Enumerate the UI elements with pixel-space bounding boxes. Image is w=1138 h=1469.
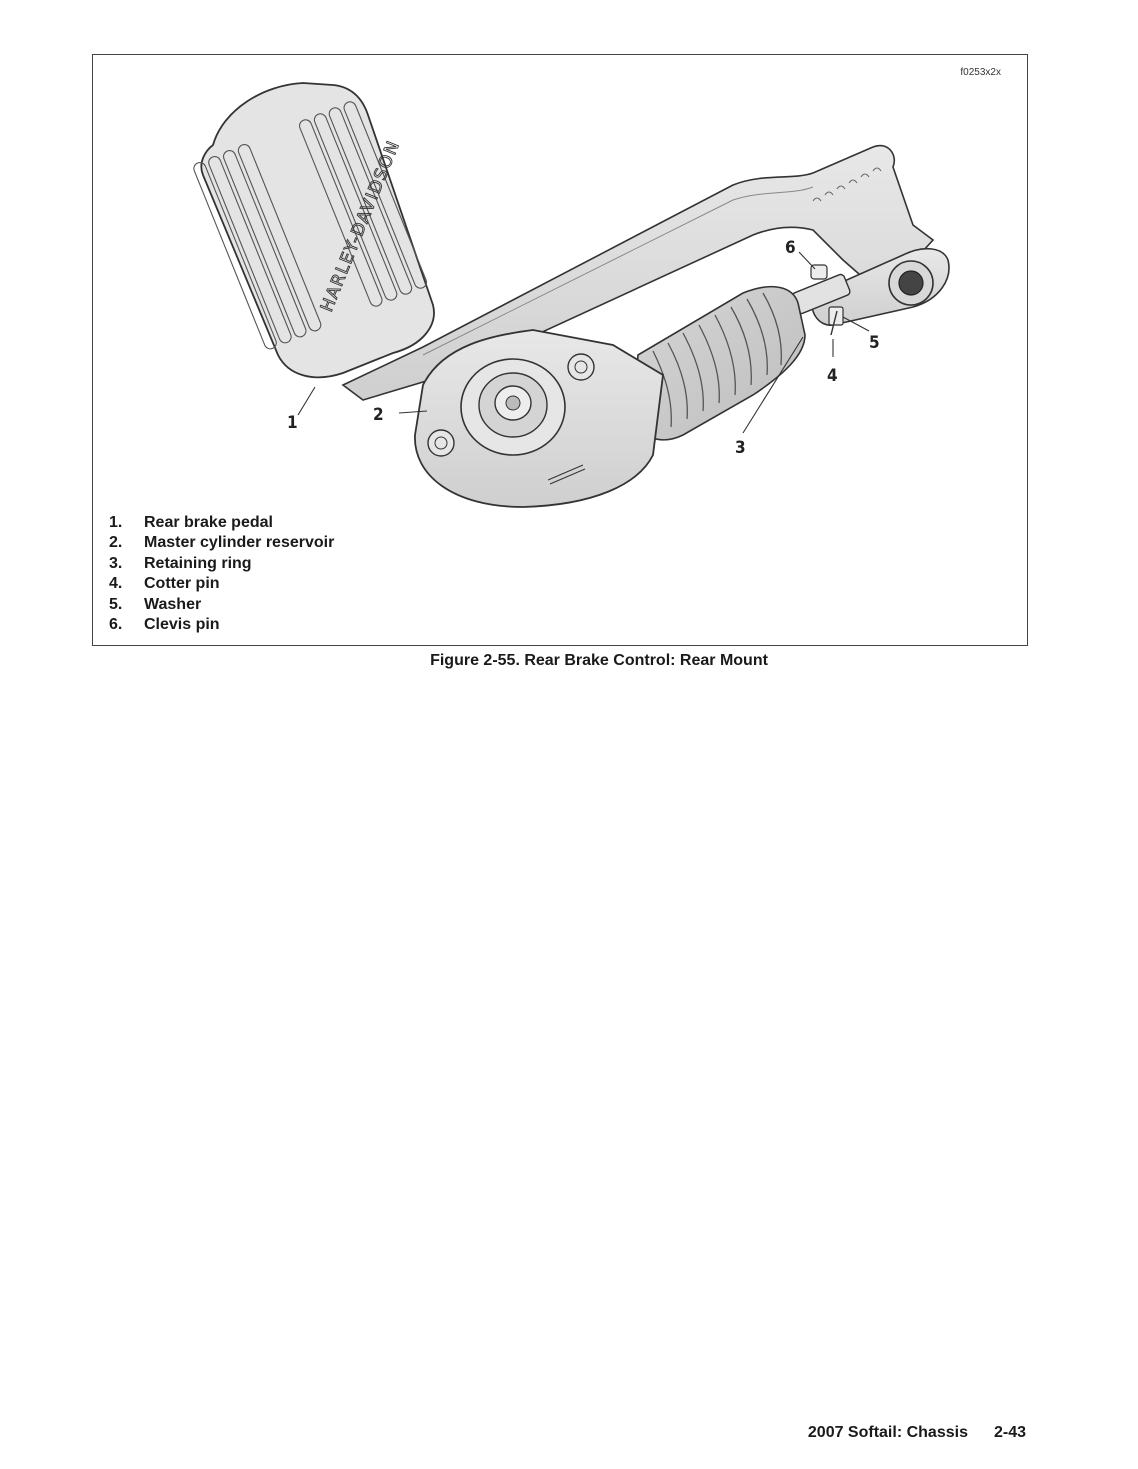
master-cylinder bbox=[414, 329, 664, 508]
pivot-lever bbox=[811, 247, 950, 326]
page-number: 2-43 bbox=[993, 1424, 1026, 1441]
footer-section: 2007 Softail: Chassis bbox=[807, 1424, 968, 1441]
legend-item: 2.Master cylinder reservoir bbox=[109, 534, 335, 552]
callout-2: 2 bbox=[373, 405, 384, 425]
figure-frame: f0253x2x bbox=[92, 54, 1028, 646]
legend-item: 1.Rear brake pedal bbox=[109, 514, 273, 531]
legend-item: 3.Retaining ring bbox=[109, 554, 252, 572]
callout-6: 6 bbox=[785, 238, 796, 258]
callout-1: 1 bbox=[287, 413, 298, 433]
page-footer: 2007 Softail: Chassis 2-43 bbox=[808, 1424, 1026, 1442]
figure-id: f0253x2x bbox=[960, 67, 1001, 78]
leader-lines bbox=[297, 251, 870, 434]
callout-5: 5 bbox=[869, 333, 880, 353]
brake-control-illustration: HARLEY-DAVIDSON 1 2 3 4 5 6 bbox=[193, 82, 950, 508]
callout-4: 4 bbox=[827, 366, 838, 386]
pedal-arm bbox=[341, 144, 935, 401]
callout-3: 3 bbox=[735, 438, 746, 458]
foot-pad: HARLEY-DAVIDSON bbox=[193, 82, 435, 379]
legend-item: 5.Washer bbox=[109, 595, 202, 613]
figure-legend: 1.Rear brake pedal 2.Master cylinder res… bbox=[109, 513, 334, 635]
legend-item: 6.Clevis pin bbox=[109, 616, 220, 634]
figure-caption: Figure 2-55. Rear Brake Control: Rear Mo… bbox=[430, 652, 768, 669]
clevis bbox=[791, 264, 851, 336]
legend-item: 4.Cotter pin bbox=[109, 575, 220, 593]
rubber-boot bbox=[632, 285, 806, 441]
